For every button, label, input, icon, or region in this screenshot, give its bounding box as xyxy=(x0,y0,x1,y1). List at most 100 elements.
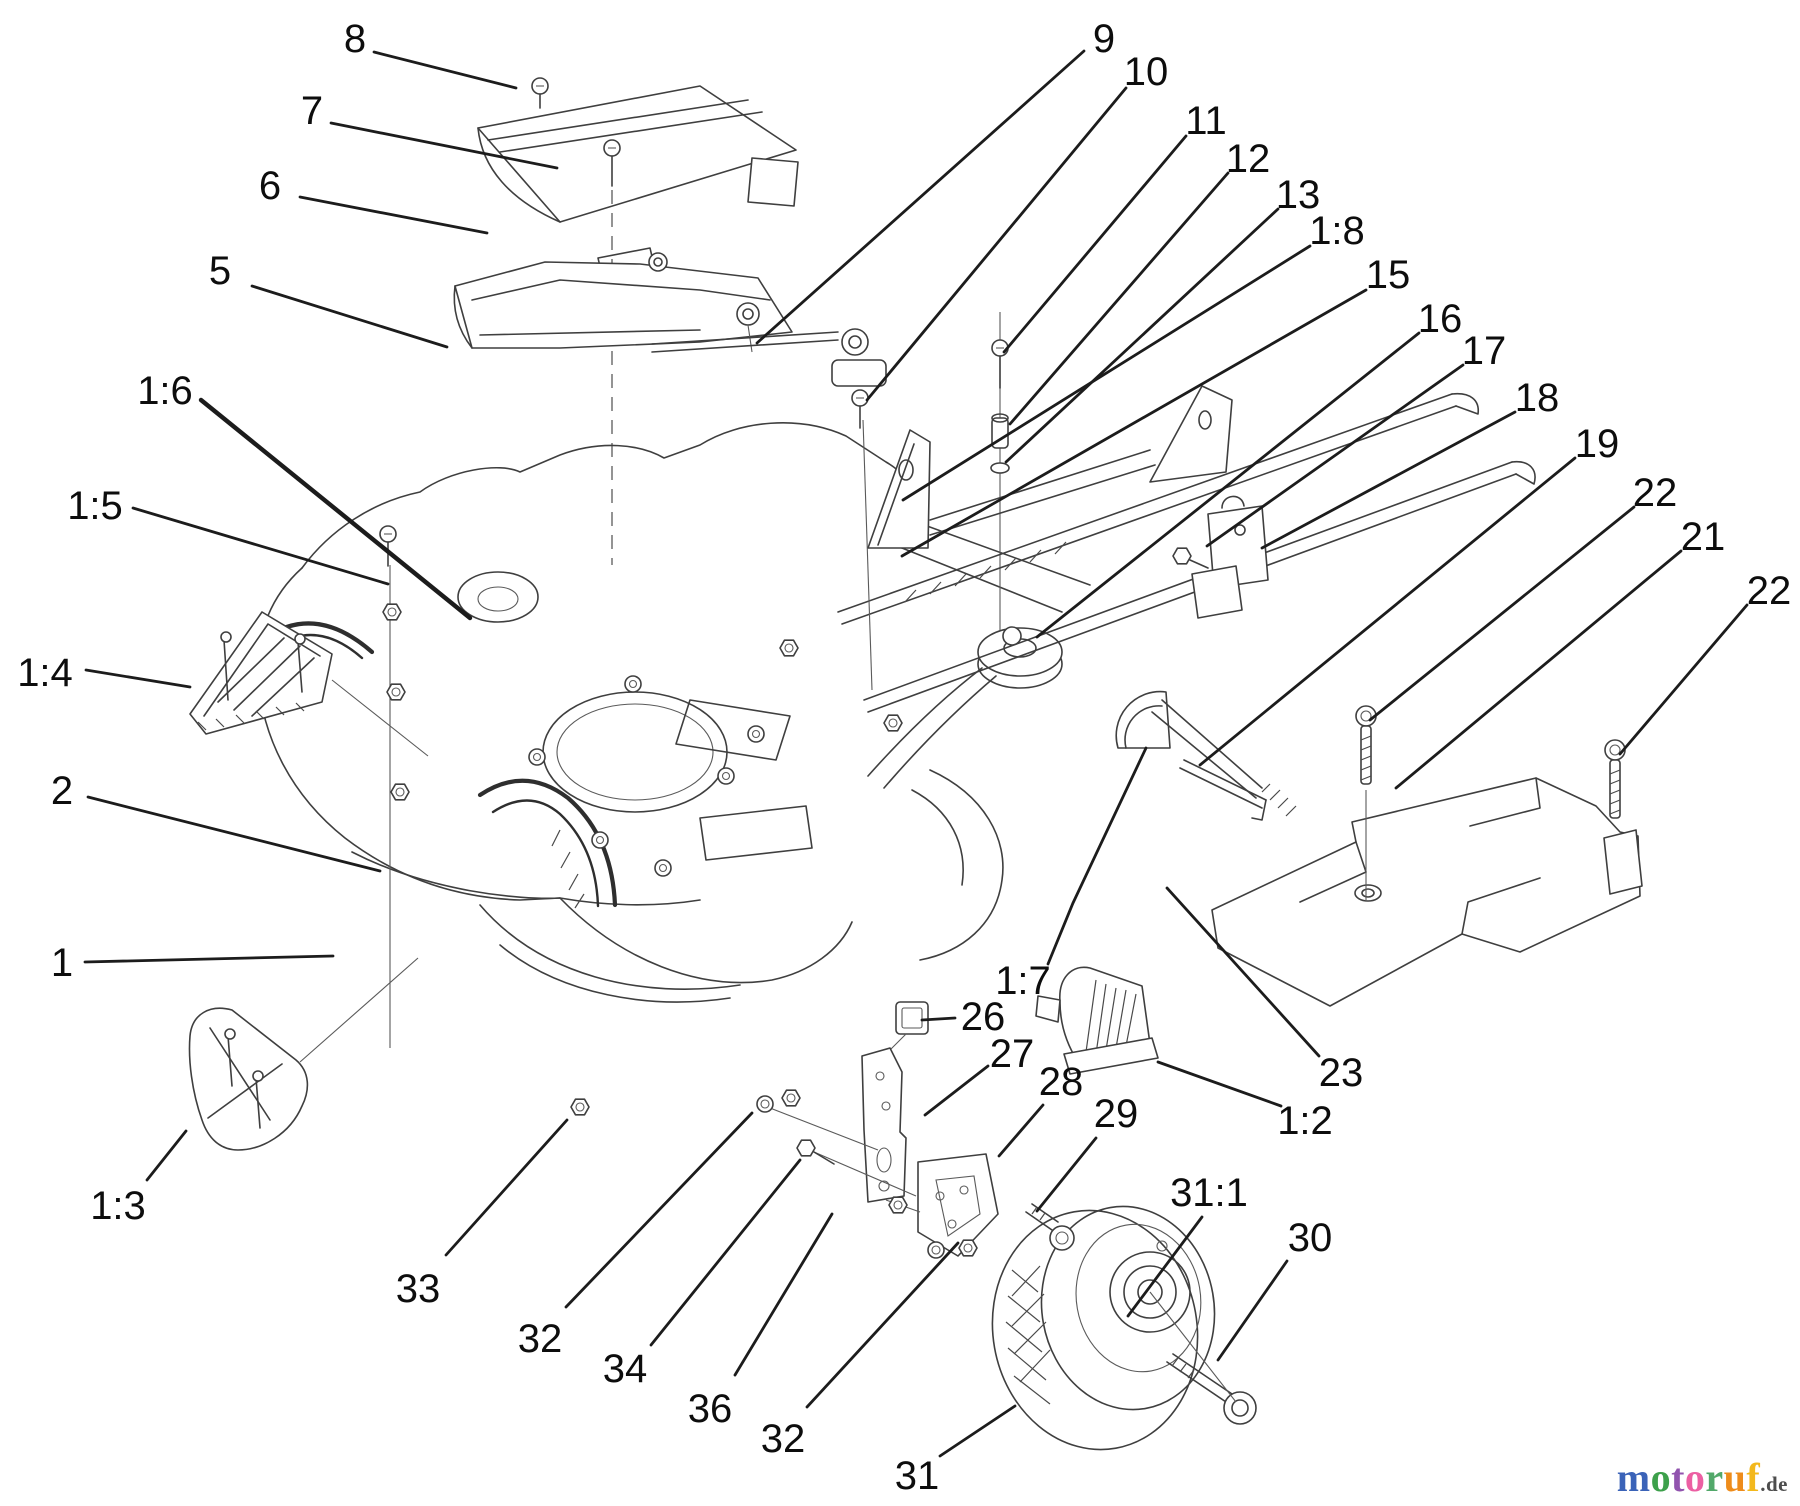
callout-label-22b: 22 xyxy=(1747,569,1792,613)
callout-label-1:5: 1:5 xyxy=(67,484,123,528)
callout-label-32a: 32 xyxy=(518,1317,563,1361)
leader-line-1:7 xyxy=(1046,746,1148,966)
leader-line-22a xyxy=(1368,505,1636,722)
watermark-letter: t xyxy=(1671,1455,1685,1500)
discharge-chute-part5 xyxy=(453,252,793,353)
callout-label-21: 21 xyxy=(1681,515,1726,559)
nut-hole xyxy=(784,643,794,653)
callout-label-11: 11 xyxy=(1185,99,1227,143)
carriage-bolt-center xyxy=(595,835,605,845)
leader-line-21 xyxy=(1394,549,1683,790)
hex-bolt-22-left xyxy=(1355,705,1377,785)
callout-label-9: 9 xyxy=(1093,17,1115,61)
callout-label-26: 26 xyxy=(961,995,1006,1039)
leader-line-1:8 xyxy=(901,244,1312,502)
callout-label-1:7: 1:7 xyxy=(995,959,1051,1003)
adjuster-bracket-28 xyxy=(917,1153,999,1257)
leader-line-30 xyxy=(1216,1259,1289,1362)
side-chute-part xyxy=(189,611,429,757)
callouts-layer: 87659101112131:815161718192221221:61:51:… xyxy=(17,17,1791,1498)
washer-glyph xyxy=(756,1095,774,1113)
cable-rod-part xyxy=(1179,759,1267,821)
callout-label-1:6: 1:6 xyxy=(137,369,193,413)
drawing-layer xyxy=(188,77,1643,1451)
leader-line-28 xyxy=(997,1103,1045,1158)
callout-label-28: 28 xyxy=(1039,1060,1084,1104)
nut-glyph xyxy=(883,714,903,732)
callout-label-10: 10 xyxy=(1124,50,1169,94)
leader-line-8 xyxy=(372,50,518,90)
leader-line-23 xyxy=(1165,886,1321,1058)
leader-line-1 xyxy=(83,954,335,964)
carriage-bolt-glyph xyxy=(591,831,609,849)
leader-line-17 xyxy=(1205,363,1465,548)
callout-label-1:4: 1:4 xyxy=(17,651,73,695)
nut-glyph xyxy=(386,683,406,701)
nut-hole xyxy=(395,787,405,797)
callout-label-8: 8 xyxy=(344,17,366,61)
leader-line-1:5 xyxy=(131,506,390,586)
callout-label-13: 13 xyxy=(1276,173,1321,217)
watermark-letter: o xyxy=(1684,1455,1706,1500)
nut-glyph xyxy=(390,783,410,801)
callout-label-6: 6 xyxy=(259,164,281,208)
leader-line-1:4 xyxy=(84,668,192,689)
wheel-hub xyxy=(1109,1251,1191,1333)
clip-26 xyxy=(895,1001,929,1035)
hex-bolt-head xyxy=(1172,547,1192,565)
axle-bolt xyxy=(1149,1291,1257,1425)
carriage-bolt-center xyxy=(751,729,761,739)
washer-hole xyxy=(931,1245,941,1255)
hanger-bracket-cluster xyxy=(769,1001,1075,1257)
leader-line-29 xyxy=(1035,1136,1098,1213)
mulch-plug-part xyxy=(188,957,419,1151)
callout-label-29: 29 xyxy=(1094,1092,1139,1136)
hex-bolt-shank xyxy=(1189,559,1209,569)
nut-hole xyxy=(893,1200,903,1210)
leader-line-6 xyxy=(298,195,489,235)
leader-line-18 xyxy=(1260,410,1517,550)
callout-label-27: 27 xyxy=(990,1032,1035,1076)
callout-label-1: 1 xyxy=(51,941,73,985)
nut-glyph xyxy=(888,1196,908,1214)
pivot-arm xyxy=(651,328,887,387)
leader-line-32a xyxy=(564,1111,754,1309)
carriage-bolt-glyph xyxy=(624,675,642,693)
leader-line-31:1 xyxy=(1126,1215,1204,1318)
leader-line-34 xyxy=(649,1158,802,1347)
carriage-bolt-center xyxy=(658,863,668,873)
nut-hole xyxy=(963,1243,973,1253)
nut-hole xyxy=(387,607,397,617)
washer-hole xyxy=(760,1099,770,1109)
callout-label-31:1: 31:1 xyxy=(1170,1171,1248,1215)
leader-line-32b xyxy=(805,1241,960,1409)
callout-label-2: 2 xyxy=(51,769,73,813)
watermark-letter: r xyxy=(1705,1455,1724,1500)
callout-label-32b: 32 xyxy=(761,1417,806,1461)
carriage-bolt-center xyxy=(721,771,731,781)
callout-label-34: 34 xyxy=(603,1347,648,1391)
leader-line-10 xyxy=(865,86,1128,402)
callout-label-36: 36 xyxy=(688,1387,733,1431)
nut-glyph xyxy=(781,1089,801,1107)
nut-hole xyxy=(575,1102,585,1112)
callout-label-15: 15 xyxy=(1366,253,1411,297)
grommet-recess xyxy=(457,571,539,623)
carriage-bolt-center xyxy=(532,752,542,762)
leader-line-33 xyxy=(444,1118,569,1257)
callout-label-16: 16 xyxy=(1418,297,1463,341)
nut-hole xyxy=(786,1093,796,1103)
hex-bolt-shank xyxy=(813,1151,835,1165)
watermark-logo: motoruf.de xyxy=(1617,1458,1788,1498)
carriage-bolt-glyph xyxy=(654,859,672,877)
watermark-letter: u xyxy=(1723,1455,1747,1500)
leader-line-1:2 xyxy=(1156,1060,1283,1108)
carriage-bolt-glyph xyxy=(717,767,735,785)
callout-label-31: 31 xyxy=(895,1454,940,1498)
callout-label-23: 23 xyxy=(1319,1051,1364,1095)
callout-label-17: 17 xyxy=(1462,329,1507,373)
callout-label-7: 7 xyxy=(301,89,323,133)
leader-line-16 xyxy=(1035,331,1421,639)
wheel-assembly xyxy=(991,1205,1257,1451)
carriage-bolt-glyph xyxy=(747,725,765,743)
